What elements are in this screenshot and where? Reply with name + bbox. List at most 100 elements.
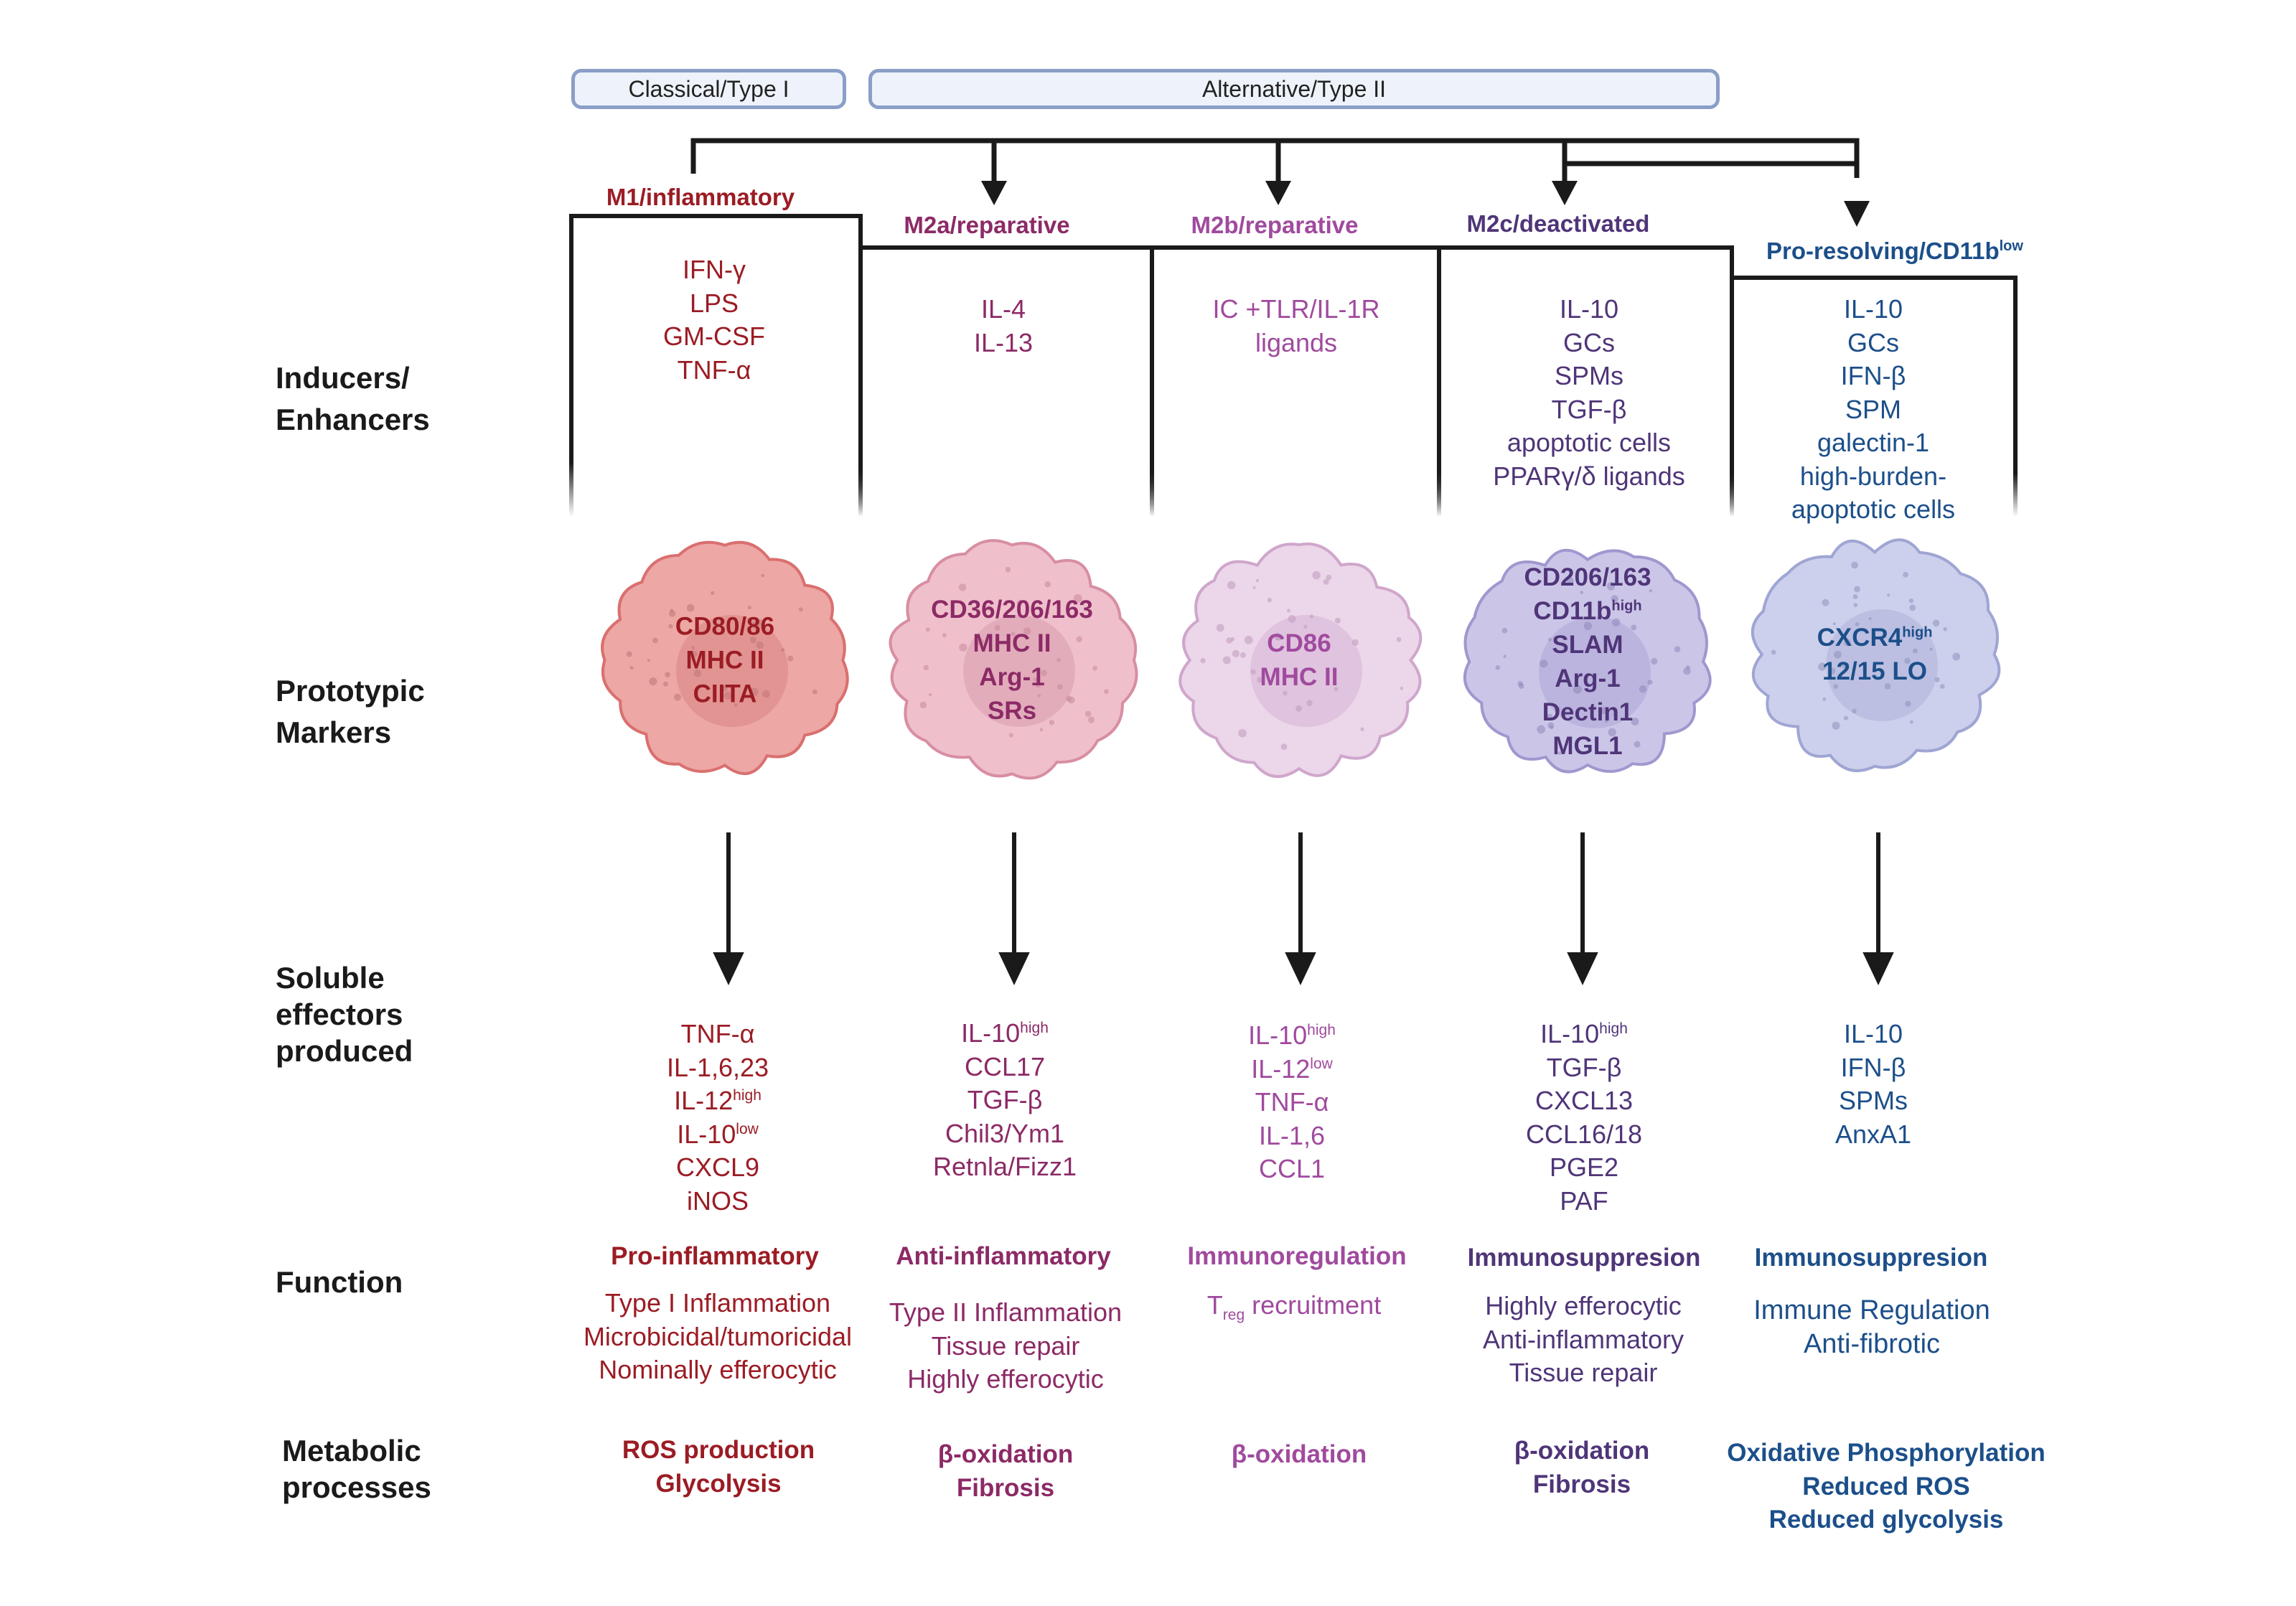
cell-granule	[1884, 683, 1891, 690]
cell-granule	[1351, 639, 1359, 646]
row-label-function: Function	[276, 1262, 403, 1303]
cell-granule	[1887, 593, 1890, 597]
cell-granule	[1008, 733, 1013, 738]
cell-granule	[1647, 680, 1653, 685]
column-title-text: M2b/reparative	[1191, 212, 1359, 238]
effector-item: CXCL9	[675, 1152, 760, 1182]
column-title-text: M2c/deactivated	[1466, 210, 1650, 237]
cell-granule	[1908, 598, 1914, 604]
cell-granule	[1855, 622, 1860, 626]
cell-granule	[1240, 652, 1246, 658]
cell-granule	[693, 669, 702, 677]
cell-granule	[626, 651, 632, 657]
cell-granule	[1067, 696, 1075, 704]
function-title-pro-resolving: Immunosuppresion	[1754, 1244, 1988, 1272]
bracket-pro-resolving	[1730, 276, 2018, 517]
inducer-item: LPS	[689, 288, 739, 318]
inducer-item: apoptotic cells	[1791, 494, 1956, 524]
cell-granule	[1605, 720, 1608, 723]
effector-item: IL-10high	[961, 1018, 1049, 1048]
cell-nucleus	[1539, 616, 1651, 728]
cell-granule	[1822, 598, 1829, 606]
cell-granule	[1326, 574, 1332, 581]
row-label-line: processes	[282, 1470, 431, 1504]
cell-granule	[1557, 751, 1562, 755]
metabolic-m2b: β-oxidation	[1232, 1438, 1367, 1472]
cell-granule	[1905, 700, 1911, 707]
cell-granule	[1360, 727, 1364, 731]
inducer-item: SPM	[1845, 394, 1902, 424]
cell-granule	[1929, 647, 1933, 651]
inducer-item: ligands	[1255, 327, 1338, 357]
effector-item: Retnla/Fizz1	[932, 1152, 1077, 1181]
marker-item: 12/15 LO	[1822, 657, 1927, 685]
cell-granule	[1306, 700, 1313, 707]
cell-granule	[760, 624, 767, 630]
cell-granule	[1057, 684, 1063, 690]
cell-body-shape	[1751, 538, 2001, 773]
cell-granule	[1037, 694, 1041, 698]
effector-item: CCL16/18	[1525, 1119, 1643, 1149]
cell-body-shape	[1463, 548, 1712, 774]
inducer-item: GCs	[1563, 327, 1615, 357]
cell-granule	[1046, 611, 1050, 615]
function-item: Tissue repair	[1509, 1358, 1658, 1387]
cell-granule	[756, 619, 764, 626]
cell-granule	[1853, 603, 1858, 607]
branch-connector	[1562, 141, 1857, 166]
effector-item: iNOS	[686, 1185, 749, 1216]
cell-granule	[1547, 722, 1555, 729]
function-item: Type II Inflammation	[889, 1297, 1123, 1327]
cell-granule	[1546, 713, 1553, 720]
effector-arrows	[713, 832, 1894, 986]
row-label-line: Prototypic	[276, 674, 425, 708]
cell-granule	[674, 693, 682, 701]
row-label-inducers: Inducers/Enhancers	[276, 357, 430, 441]
cell-granule	[1909, 604, 1916, 611]
cell-granule	[780, 648, 785, 652]
bracket-m2b	[1150, 245, 1441, 517]
cell-granule	[1771, 649, 1776, 655]
cell-granule	[691, 646, 695, 650]
cell-granule	[1222, 656, 1231, 665]
column-title-pro-resolving: Pro-resolving/CD11blow	[1766, 238, 2023, 264]
effector-item: IL-1,6	[1258, 1120, 1326, 1150]
cell-granule	[1011, 631, 1016, 637]
metabolic-item: β-oxidation	[1514, 1437, 1650, 1465]
row-label-line: Enhancers	[276, 403, 430, 436]
cell-granule	[1073, 593, 1082, 603]
cell-granule	[923, 665, 929, 670]
cell-granule	[734, 703, 738, 708]
function-item: Type I Inflammation	[604, 1288, 831, 1318]
cell-granule	[1852, 594, 1858, 599]
cell-granule	[1566, 577, 1574, 584]
effector-item: CXCL13	[1534, 1086, 1634, 1115]
cell-granule	[1818, 662, 1827, 671]
cell-granule	[1257, 677, 1263, 683]
top-connector	[690, 138, 1860, 178]
row-label-line: effectors	[276, 997, 403, 1031]
cell-granule	[1092, 665, 1097, 671]
cell-granule	[1832, 721, 1840, 730]
cell-granule	[1683, 667, 1691, 675]
cell-granule	[652, 637, 658, 644]
metabolic-item: Oxidative Phosphorylation	[1727, 1439, 2046, 1467]
classical-category-box: Classical/Type I	[571, 69, 846, 109]
cell-granule	[1041, 670, 1047, 677]
cell-granule	[1611, 595, 1618, 603]
function-item: Highly efferocytic	[1485, 1291, 1682, 1320]
cell-granule	[1851, 561, 1858, 569]
metabolic-item: β-oxidation	[937, 1440, 1074, 1468]
effector-item: CCL17	[964, 1051, 1046, 1081]
column-title-m2b: M2b/reparative	[1191, 212, 1359, 239]
marker-item: CIITA	[693, 680, 757, 708]
cell-granule	[985, 605, 992, 611]
effector-item: IL-10	[1843, 1019, 1903, 1048]
